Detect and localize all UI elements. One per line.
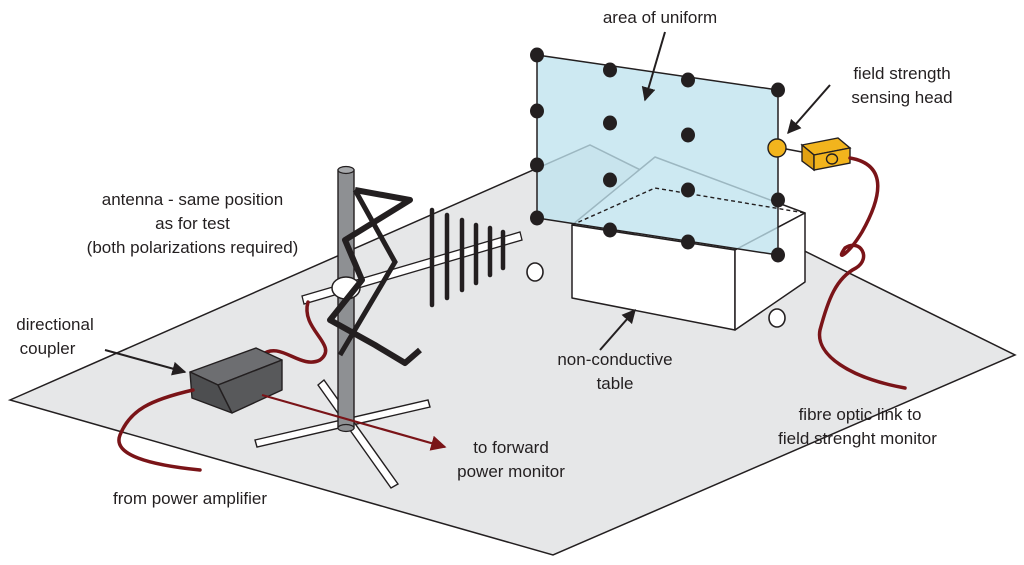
label-from-amplifier: from power amplifier <box>113 489 267 508</box>
log-periodic-antenna <box>301 187 523 366</box>
label-antenna-line1: antenna - same position <box>101 190 284 209</box>
label-sensing-head-line1: field strength <box>853 64 951 83</box>
forward-power-arrow <box>261 393 447 451</box>
label-area-of-uniform: area of uniform <box>602 8 718 27</box>
label-pointers <box>104 31 831 376</box>
label-coupler-line2: coupler <box>19 339 76 358</box>
uniform-field-points <box>530 47 785 263</box>
label-coupler-line1: directional <box>16 315 94 334</box>
label-fibre-line1: fibre optic link to <box>798 405 922 424</box>
directional-coupler <box>189 347 283 414</box>
fibre-optic-cable <box>817 156 907 390</box>
label-fibre-line2: field strenght monitor <box>778 429 937 448</box>
amplifier-cable <box>117 388 202 472</box>
label-antenna-line3: (both polarizations required) <box>86 238 299 257</box>
label-sensing-head-line2: sensing head <box>851 88 953 107</box>
sensing-head <box>767 137 852 172</box>
label-antenna-line2: as for test <box>155 214 230 233</box>
label-table-line1: non-conductive <box>557 350 673 369</box>
label-table-line2: table <box>596 374 634 393</box>
label-forward-line2: power monitor <box>457 462 565 481</box>
label-forward-line1: to forward <box>473 438 549 457</box>
table-hidden-edge <box>571 187 806 226</box>
